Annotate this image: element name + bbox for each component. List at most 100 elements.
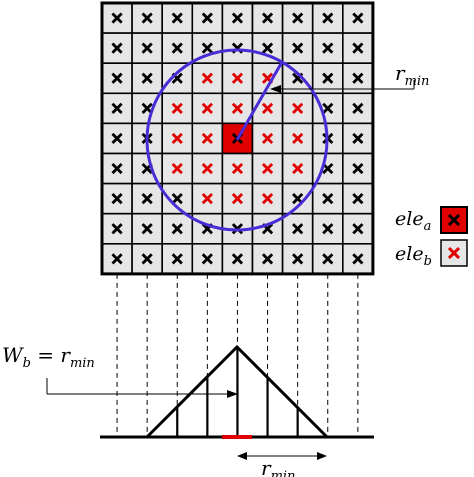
cross-icon: [171, 162, 183, 175]
cross-icon: [261, 102, 274, 114]
grid-cell: [341, 92, 374, 125]
grid-cell: [131, 212, 164, 245]
cross-icon: [322, 42, 334, 54]
grid-cell: [251, 2, 284, 34]
grid-cell: [161, 152, 194, 185]
grid-cell: [191, 152, 224, 185]
cross-icon: [352, 42, 364, 54]
grid-cell: [191, 2, 224, 34]
grid-cell: [101, 2, 133, 34]
legend-b-label: eleb: [395, 243, 432, 269]
grid-cell: [221, 152, 254, 185]
cross-icon: [322, 12, 334, 24]
grid-cell: [281, 152, 314, 185]
grid-border: [100, 1, 375, 276]
grid-cell: [341, 122, 374, 155]
cross-icon: [201, 253, 213, 265]
cross-icon: [171, 102, 183, 114]
grid-cell: [311, 182, 344, 215]
cross-icon: [292, 12, 304, 24]
grid-cell: [101, 92, 133, 125]
cross-icon: [231, 193, 244, 205]
weight-profile: [100, 344, 374, 439]
cross-icon: [352, 162, 364, 175]
cross-icon: [201, 162, 213, 175]
grid-cell: [161, 32, 194, 64]
cross-icon: [201, 72, 213, 84]
grid-cell: [281, 243, 314, 275]
grid-cell: [281, 92, 314, 125]
arrowhead-right-icon: [227, 390, 238, 398]
grid-cell: [251, 122, 284, 155]
cross-icon: [231, 253, 244, 265]
cross-icon: [201, 12, 213, 24]
cross-icon: [111, 102, 123, 114]
element-grid: [100, 1, 375, 276]
cross-icon: [352, 72, 364, 84]
grid-cell: [341, 32, 374, 64]
cross-icon: [322, 253, 334, 265]
cross-icon: [261, 42, 274, 54]
wb-annotation: Wb = rmin: [2, 343, 238, 398]
cross-icon: [231, 102, 244, 114]
rmin-top-label: rmin: [395, 61, 429, 89]
cross-icon: [352, 193, 364, 205]
grid-cell: [341, 182, 374, 215]
grid-cell: [251, 243, 284, 275]
cross-icon: [171, 223, 183, 235]
grid-cell: [131, 182, 164, 215]
grid-cell: [281, 32, 314, 64]
cross-icon: [352, 253, 364, 265]
arrowhead-right-icon: [317, 452, 327, 460]
cross-icon: [141, 12, 153, 24]
cross-icon: [201, 42, 213, 54]
cross-icon: [261, 12, 274, 24]
grid-cell: [281, 212, 314, 245]
cross-icon: [292, 132, 304, 145]
cross-icon: [111, 132, 123, 145]
legend-b-cross-icon: [447, 246, 461, 260]
cross-icon: [231, 72, 244, 84]
cross-icon: [111, 253, 123, 265]
grid-cell: [341, 243, 374, 275]
cross-icon: [352, 132, 364, 145]
cross-icon: [111, 42, 123, 54]
cross-icon: [141, 42, 153, 54]
grid-cell: [311, 243, 344, 275]
filter-radius-circle: [145, 48, 329, 232]
cross-icon: [352, 12, 364, 24]
grid-cell: [131, 243, 164, 275]
cross-icon: [201, 193, 213, 205]
cross-icon: [141, 193, 153, 205]
grid-cell: [221, 92, 254, 125]
cross-icon: [261, 162, 274, 175]
grid-cell: [131, 2, 164, 34]
grid-cell: [311, 212, 344, 245]
grid-cell: [191, 92, 224, 125]
grid-cell: [341, 2, 374, 34]
grid-cell: [221, 32, 254, 64]
cross-icon: [171, 132, 183, 145]
grid-cell: [311, 2, 344, 34]
grid-cell: [191, 243, 224, 275]
cross-icon: [141, 72, 153, 84]
grid-cell: [251, 182, 284, 215]
cross-icon: [261, 132, 274, 145]
grid-cell: [131, 62, 164, 95]
grid-cell: [341, 152, 374, 185]
cross-icon: [171, 12, 183, 24]
grid-cell: [221, 2, 254, 34]
grid-cell: [101, 62, 133, 95]
cross-icon: [261, 193, 274, 205]
grid-cell: [161, 243, 194, 275]
arrowhead-left-icon: [237, 452, 247, 460]
cross-icon: [322, 193, 334, 205]
grid-cell: [131, 32, 164, 64]
grid-cell: [221, 243, 254, 275]
cross-icon: [231, 12, 244, 24]
grid-cell: [191, 182, 224, 215]
cross-icon: [322, 223, 334, 235]
grid-cell: [191, 62, 224, 95]
grid-cell: [281, 182, 314, 215]
